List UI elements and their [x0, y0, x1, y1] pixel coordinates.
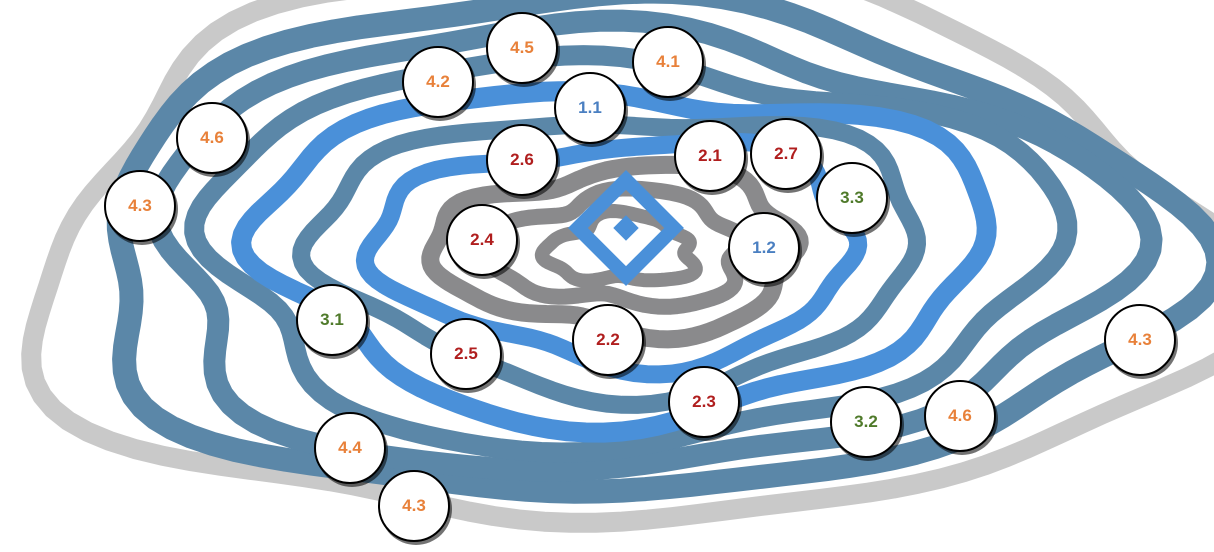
marker-2-1: 2.1 [674, 120, 746, 192]
marker-2-2: 2.2 [572, 304, 644, 376]
marker-1-1: 1.1 [554, 72, 626, 144]
square-target-icon [568, 170, 684, 286]
ripple-ring [231, 81, 997, 443]
ripple-ring [21, 0, 1214, 533]
marker-4-3: 4.3 [378, 470, 450, 542]
target-outer-square [568, 170, 684, 286]
ripple-ring [106, 0, 1214, 504]
target-inner-square [613, 215, 639, 241]
marker-4-2: 4.2 [402, 46, 474, 118]
marker-2-5: 2.5 [430, 318, 502, 390]
marker-4-3: 4.3 [1104, 304, 1176, 376]
marker-4-5: 4.5 [486, 12, 558, 84]
ripple-ring [184, 45, 1078, 463]
marker-3-2: 3.2 [830, 386, 902, 458]
marker-4-4: 4.4 [314, 412, 386, 484]
marker-2-3: 2.3 [668, 366, 740, 438]
marker-4-6: 4.6 [176, 102, 248, 174]
marker-1-2: 1.2 [728, 212, 800, 284]
marker-3-1: 3.1 [296, 284, 368, 356]
marker-4-3: 4.3 [104, 170, 176, 242]
marker-2-7: 2.7 [750, 118, 822, 190]
marker-4-1: 4.1 [632, 26, 704, 98]
marker-4-6: 4.6 [924, 380, 996, 452]
marker-2-6: 2.6 [486, 124, 558, 196]
marker-2-4: 2.4 [446, 204, 518, 276]
marker-3-3: 3.3 [816, 162, 888, 234]
